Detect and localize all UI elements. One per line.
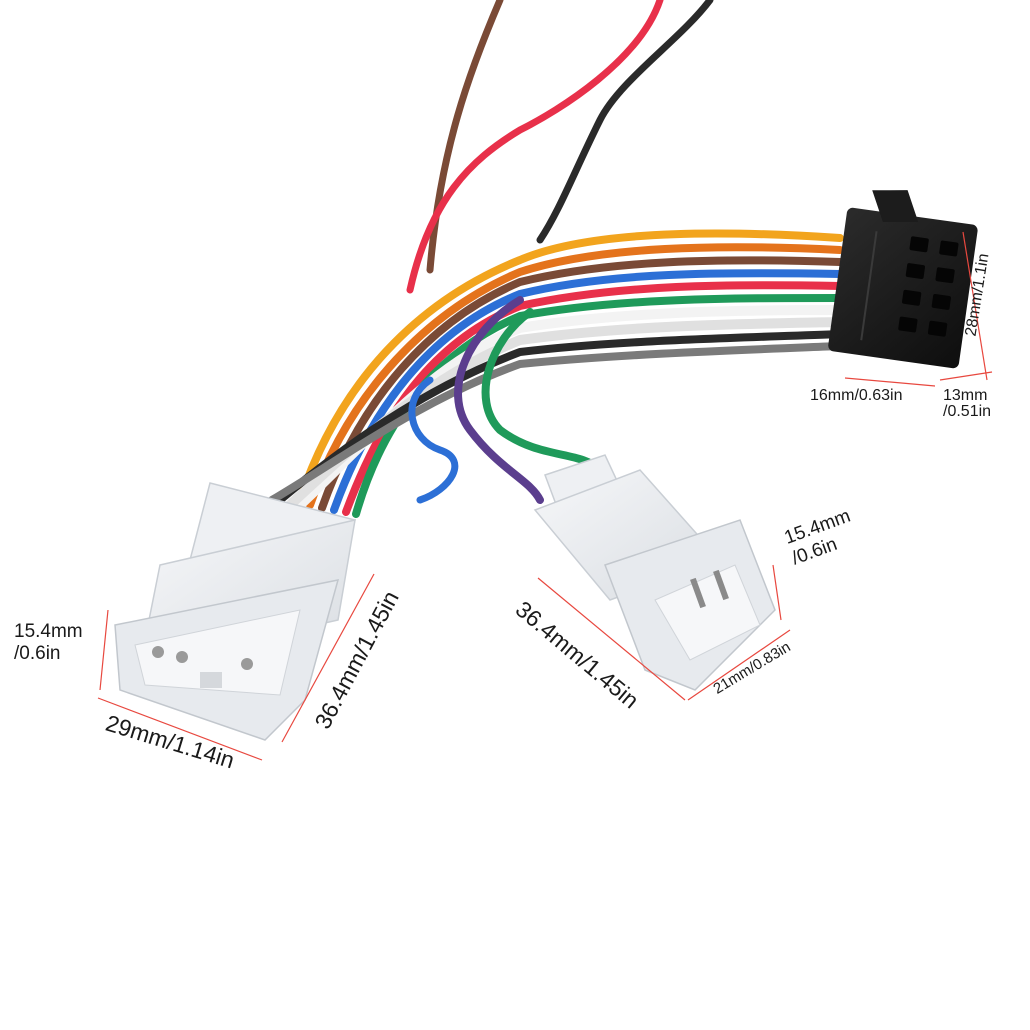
left-connector-depth-label: 15.4mm /0.6in xyxy=(14,622,83,663)
left-white-connector xyxy=(114,482,356,741)
top-wires xyxy=(406,0,714,294)
right-white-connector xyxy=(533,454,776,691)
black-connector-depth-label: 13mm /0.51in xyxy=(943,388,991,420)
dimension-lines xyxy=(97,231,993,761)
black-connector-depth-in: /0.51in xyxy=(943,403,992,420)
black-connector-width-label: 16mm/0.63in xyxy=(810,387,903,404)
black-connector-depth-mm: 13mm xyxy=(943,387,988,404)
left-connector-depth-mm: 15.4mm xyxy=(14,621,83,642)
branch-wire-bundle xyxy=(408,296,604,504)
black-connector xyxy=(828,190,978,369)
left-connector-depth-in: /0.6in xyxy=(14,643,61,664)
